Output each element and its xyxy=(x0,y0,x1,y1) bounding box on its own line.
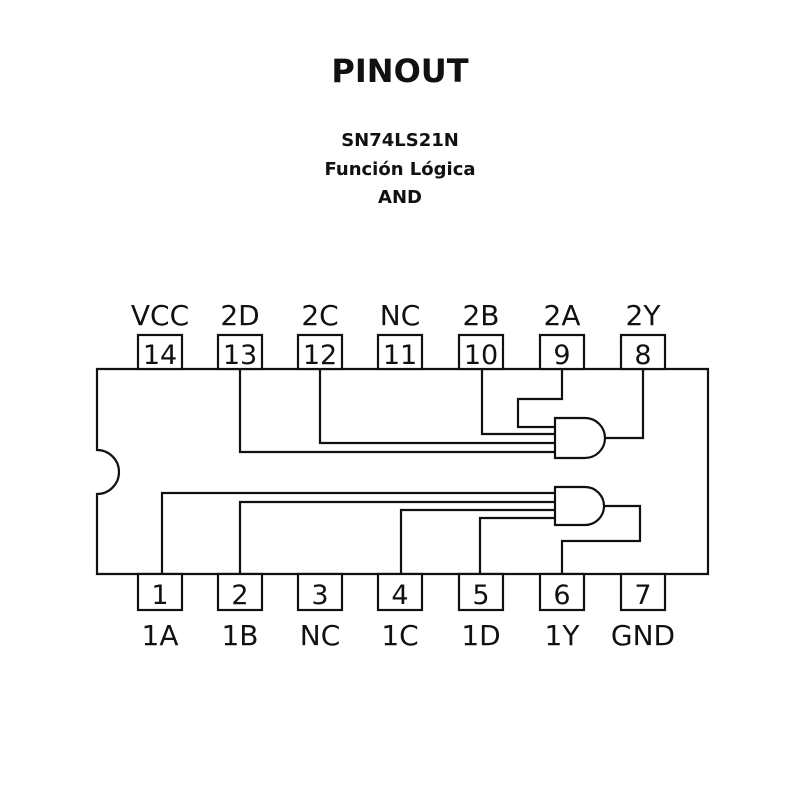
pin-box xyxy=(376,333,424,371)
wire-2c xyxy=(318,369,555,445)
pin-label: 2C xyxy=(301,299,338,332)
pin-number: 3 xyxy=(311,580,328,611)
pin-2: 21B xyxy=(216,572,264,652)
pin-label: 2D xyxy=(220,299,259,332)
pin-number: 11 xyxy=(383,340,417,371)
pin-number: 9 xyxy=(553,340,570,371)
pin-box xyxy=(216,572,264,612)
pin-1: 11A xyxy=(136,572,184,652)
pin-label: NC xyxy=(300,619,341,652)
pin-8: 82Y xyxy=(619,299,667,371)
wire-1b xyxy=(238,500,555,574)
wire-1d xyxy=(478,516,555,574)
pin-box xyxy=(296,572,344,612)
pin-number: 13 xyxy=(223,340,257,371)
pin-number: 8 xyxy=(634,340,651,371)
pin-box xyxy=(619,572,667,612)
pin-label: 2A xyxy=(544,299,581,332)
wire-2y xyxy=(605,369,645,440)
pin-number: 7 xyxy=(634,580,651,611)
pin-box xyxy=(136,333,184,371)
pin-number: 5 xyxy=(472,580,489,611)
pin-11: 11 NC xyxy=(376,299,424,371)
pin-label: NC xyxy=(380,299,421,332)
chip-body xyxy=(95,367,710,576)
wire-2a xyxy=(516,369,564,429)
part-number: SN74LS21N xyxy=(341,130,459,151)
pin-label: GND xyxy=(611,619,675,652)
pin-box xyxy=(216,333,264,371)
pin-box xyxy=(457,333,505,371)
and-gate-1 xyxy=(553,485,606,527)
pin-number: 10 xyxy=(464,340,498,371)
pin-box xyxy=(457,572,505,612)
pin-label: VCC xyxy=(131,299,189,332)
pin-label: 2B xyxy=(462,299,499,332)
wire-1a xyxy=(160,491,555,574)
pin-number: 12 xyxy=(303,340,337,371)
pin-4: 41C xyxy=(376,572,424,652)
pin-label: 2Y xyxy=(626,299,662,332)
pin-9: 92A xyxy=(538,299,586,371)
pin-3: 3NC xyxy=(296,572,344,652)
pin-label: 1B xyxy=(221,619,258,652)
pin-box xyxy=(296,333,344,371)
pin-number: 1 xyxy=(151,580,168,611)
wire-1c xyxy=(399,508,555,574)
pin-label: 1D xyxy=(461,619,500,652)
pin-label: 1Y xyxy=(545,619,581,652)
pin-6: 61Y xyxy=(538,572,586,652)
wire-1y xyxy=(560,504,642,574)
function-label: Función Lógica xyxy=(324,159,476,180)
pin-box xyxy=(376,572,424,612)
pin-5: 51D xyxy=(457,572,505,652)
pin-number: 2 xyxy=(231,580,248,611)
and-gate-2 xyxy=(553,416,607,460)
pin-label: 1A xyxy=(142,619,179,652)
pin-box xyxy=(619,333,667,371)
pin-box xyxy=(538,333,586,371)
pin-box xyxy=(538,572,586,612)
gate-type: AND xyxy=(378,187,422,208)
page-title: PINOUT xyxy=(331,52,469,90)
wire-2d xyxy=(238,369,555,454)
pin-number: 14 xyxy=(143,340,177,371)
pin-14: 14 VCC xyxy=(131,299,189,371)
pin-box xyxy=(136,572,184,612)
pin-number: 6 xyxy=(553,580,570,611)
wire-2b xyxy=(480,369,555,436)
pin-number: 4 xyxy=(391,580,408,611)
pin-label: 1C xyxy=(381,619,418,652)
